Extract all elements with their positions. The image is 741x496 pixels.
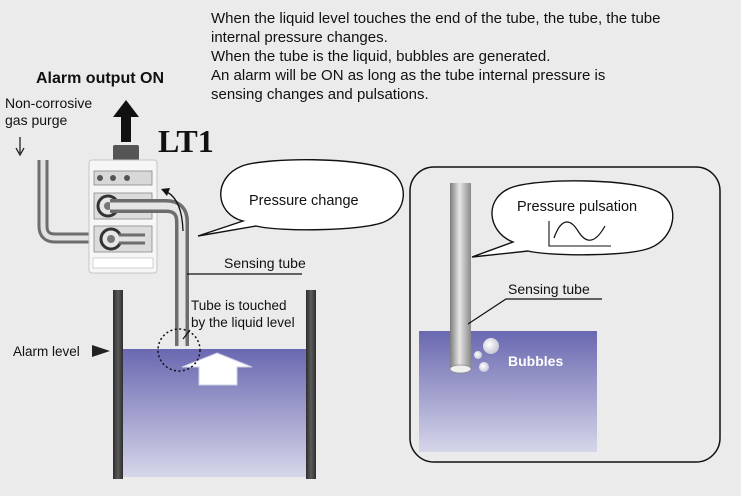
description-line: When the tube is the liquid, bubbles are… [211, 48, 551, 65]
sensing-tube-label-right: Sensing tube [508, 281, 590, 297]
right-tank-liquid [419, 331, 597, 452]
gas-purge-label: Non-corrosive gas purge [5, 95, 92, 129]
liquid-rise-arrow [181, 352, 253, 386]
left-tank-wall-left [113, 290, 123, 479]
description-text: When the liquid level touches the end of… [211, 9, 661, 104]
alarm-level-marker [92, 345, 110, 357]
pressure-pulsation-label: Pressure pulsation [517, 199, 638, 215]
gas-purge-line2: gas purge [5, 112, 68, 128]
alarm-level-label: Alarm level [13, 344, 80, 359]
touched-leader [182, 329, 191, 340]
pressure-pulsation-bubble [471, 180, 674, 258]
description-line: internal pressure changes. [211, 29, 388, 46]
bubbles-label: Bubbles [508, 353, 564, 369]
description-line: An alarm will be ON as long as the tube … [211, 67, 606, 84]
description-line: sensing changes and pulsations. [211, 86, 429, 103]
bubbles [474, 338, 499, 372]
touched-label: Tube is touched by the liquid level [191, 297, 295, 331]
pulsation-waveform [548, 221, 611, 247]
touched-line2: by the liquid level [191, 315, 295, 330]
gas-purge-arrow [15, 137, 25, 157]
alarm-output-label: Alarm output ON [36, 70, 164, 87]
touched-line1: Tube is touched [191, 298, 287, 313]
lt1-device [88, 145, 158, 274]
pressure-change-bubble [197, 158, 404, 237]
touch-point-circle [157, 328, 201, 372]
sensing-tube-label-left: Sensing tube [224, 255, 306, 271]
device-label: LT1 [158, 123, 214, 159]
description-line: When the liquid level touches the end of… [211, 10, 661, 27]
pressure-change-label: Pressure change [249, 193, 359, 209]
sensing-tube-leader-right [467, 298, 602, 325]
gas-purge-line1: Non-corrosive [5, 95, 93, 111]
left-tank-wall-right [306, 290, 316, 479]
pressure-curved-arrow [161, 188, 184, 232]
gas-purge-tube [37, 160, 112, 244]
right-sensing-tube [449, 183, 472, 374]
alarm-output-arrow [113, 100, 139, 142]
